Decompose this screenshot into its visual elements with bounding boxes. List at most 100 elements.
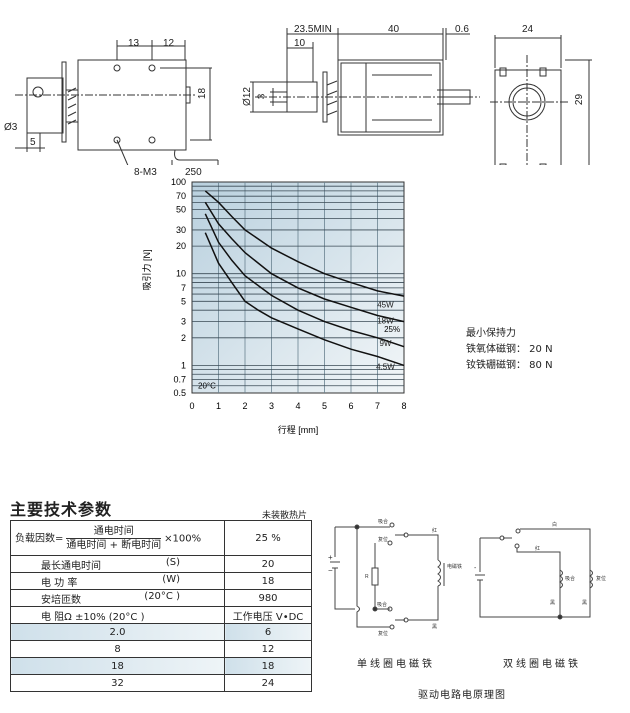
x-axis-label: 行程 [mm] [278,424,319,435]
dim-29: 29 [574,93,586,106]
dim-diameter-3: Ø3 [4,122,18,133]
dim-23-5-min: 23.5MIN [294,24,332,35]
spec-unit: (S) [165,556,180,568]
dim-10: 10 [294,38,306,49]
y-tick-label: 30 [176,225,186,235]
single-reset2-label: 复位 [378,630,388,637]
y-tick-label: 10 [176,269,186,279]
spec-name: 最长通电时间 [41,560,101,572]
double-minus-label: - [474,565,477,572]
side-view-drawing [15,40,219,165]
single-black-label: 黑 [432,624,437,630]
single-plus-label: + [328,553,333,562]
temperature-annotation: 20°C [198,382,216,391]
single-pull2-label: 吸合 [377,601,387,608]
spec-value: 20 [224,555,312,573]
duty-label: 负载因数= [15,533,64,544]
x-tick-label: 8 [401,401,406,411]
series-line-18W [204,201,405,323]
double-black1-label: 黑 [550,600,555,606]
voltage-header: 工作电压 V•DC [224,606,312,624]
duty-value: 25 % [224,520,312,556]
double-pull-label: 吸合 [565,575,575,582]
holding-force-ndfeb: 钕铁硼磁钢： 80 N [466,360,553,371]
spec-name: 电 功 率 [41,577,78,589]
resistance-value: 2.0 [10,623,225,641]
front-view-drawing [250,28,480,136]
single-minus-label: − [328,566,333,575]
spec-value: 980 [224,589,312,607]
spec-unit: (W) [162,573,180,585]
y-tick-label: 1 [181,360,186,370]
y-tick-label: 5 [181,296,186,306]
resistance-header: 电 阻Ω ±10% (20°C ) [10,606,225,624]
y-axis-label: 吸引力 [N] [141,249,152,290]
series-label: 4.5W [376,363,395,372]
double-coil-caption: 双线圈电磁铁 [503,659,581,670]
series-label: 45W [377,301,394,310]
spec-unit: (20°C ) [144,590,180,602]
dim-0-6: 0.6 [455,24,469,35]
voltage-value: 12 [224,640,312,658]
spec-value: 18 [224,572,312,590]
voltage-value: 18 [224,657,312,675]
duty-denominator: 通电时间 + 断电时间 [66,539,162,551]
y-tick-label: 3 [181,317,186,327]
spec-row: 安培匝数 (20°C ) 980 [10,589,312,607]
dim-3: 3 [256,93,268,100]
double-black2-label: 黑 [582,600,587,606]
dim-5: 5 [30,137,36,148]
spec-label: 最长通电时间 (S) [10,555,225,573]
spec-name: 安培匝数 [41,594,81,606]
dim-8-m3: 8-M3 [134,167,157,178]
single-coil-circuit [330,522,445,630]
circuit-caption: 驱动电路电原理图 [418,690,506,701]
duty-row: 负载因数=通电时间通电时间 + 断电时间×100% 25 % [10,520,312,556]
dim-250: 250 [185,167,202,178]
x-tick-label: 3 [269,401,274,411]
duty-numerator: 通电时间 [66,525,162,539]
single-red-label: 红 [432,527,437,534]
y-tick-label: 20 [176,241,186,251]
series-line-4.5W [204,232,405,367]
x-tick-label: 1 [216,401,221,411]
double-reset-label: 复位 [596,575,606,582]
resistance-value: 32 [10,674,225,692]
specs-table: 负载因数=通电时间通电时间 + 断电时间×100% 25 % 最长通电时间 (S)… [10,520,312,692]
x-tick-label: 5 [322,401,327,411]
series-line-9W [204,213,405,348]
dim-24: 24 [522,24,534,35]
holding-force-block: 最小保持力 铁氧体磁钢： 20 N 钕铁硼磁钢： 80 N [466,326,553,374]
y-tick-label: 0.5 [173,388,186,398]
holding-force-ferrite: 铁氧体磁钢： 20 N [466,344,553,355]
resistance-value: 8 [10,640,225,658]
specs-note: 未装散热片 [262,511,308,521]
x-tick-label: 7 [375,401,380,411]
series-line-45W [204,190,405,297]
dim-diameter-12: Ø12 [241,87,253,106]
dim-18: 18 [197,87,209,100]
voltage-value: 24 [224,674,312,692]
y-tick-label: 0.7 [173,375,186,385]
dim-13: 13 [128,38,140,49]
y-tick-label: 70 [176,191,186,201]
series-label: 18W [377,316,394,325]
spec-row: 最长通电时间 (S) 20 [10,555,312,573]
x-tick-label: 2 [242,401,247,411]
resistance-header-row: 电 阻Ω ±10% (20°C ) 工作电压 V•DC [10,606,312,624]
drive-circuits: 吸合 复位 红 电磁铁 R 吸合 复位 黑 + − 白 红 吸合 复位 黑 黑 … [328,518,606,637]
y-tick-label: 50 [176,205,186,215]
duty-annotation: 25% [384,325,400,334]
mechanical-drawings [15,28,592,165]
y-tick-label: 7 [181,283,186,293]
single-resistor-label: R [365,574,369,580]
spec-label: 安培匝数 (20°C ) [10,589,225,607]
dim-12: 12 [163,38,175,49]
double-white-label: 白 [552,521,557,528]
spec-label: 电 功 率 (W) [10,572,225,590]
double-red-label: 红 [535,545,540,552]
